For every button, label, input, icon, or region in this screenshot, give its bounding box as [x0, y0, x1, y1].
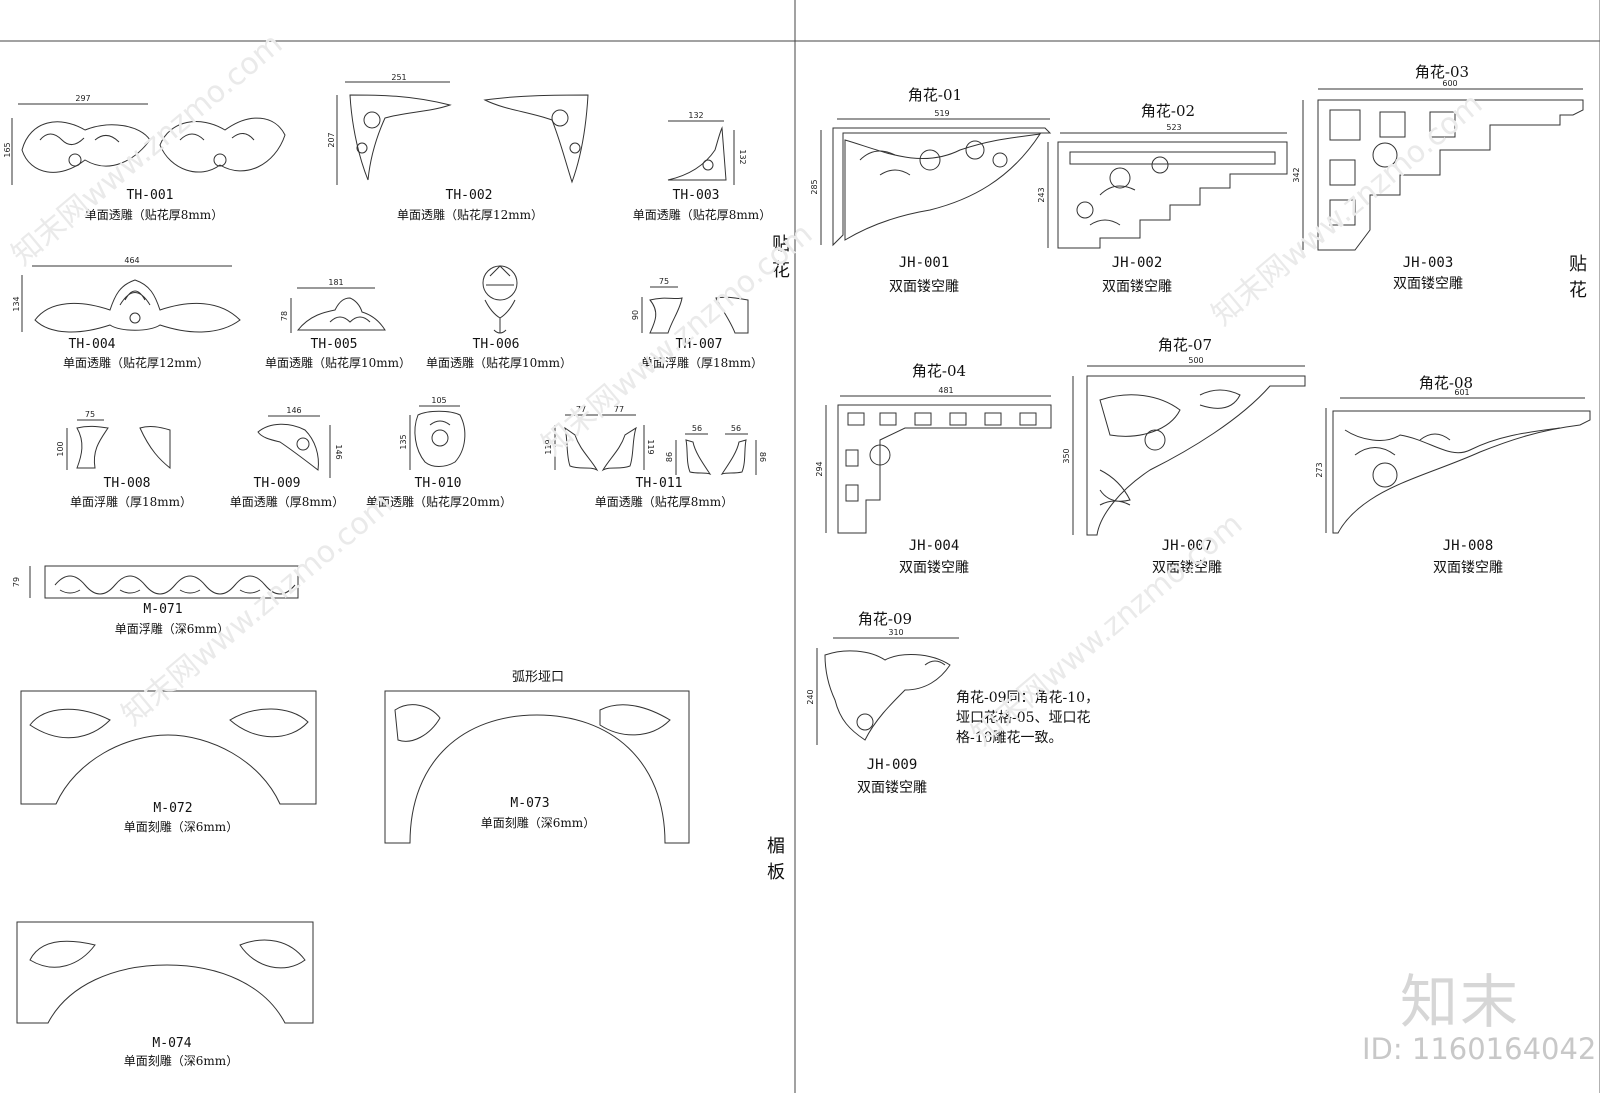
- item-code: JH-002: [1111, 255, 1163, 271]
- item-desc: 双面镂空雕: [857, 780, 927, 796]
- item-code: TH-008: [103, 476, 151, 491]
- corner-title: 角花-03: [1414, 63, 1470, 81]
- m-074-drawing: [16, 921, 314, 1024]
- item-desc: 单面浮雕（厚18mm）: [69, 495, 193, 509]
- item-desc: 单面透雕（贴花厚8mm）: [632, 208, 772, 222]
- item-desc: 单面浮雕（厚18mm）: [640, 356, 764, 370]
- side-label-char: 板: [767, 862, 785, 883]
- jh-009-note: 角花-09同：角花-10， 垭口花格-05、垭口花 格-10雕花一致。: [956, 688, 1116, 748]
- th-011-drawing: [554, 414, 757, 476]
- item-code: M-073: [510, 796, 550, 811]
- th-005-drawing: [290, 287, 386, 333]
- item-code: M-071: [143, 602, 183, 617]
- item-code: TH-011: [635, 476, 683, 491]
- m-072-drawing: [20, 690, 317, 805]
- item-desc: 双面镂空雕: [1102, 279, 1172, 295]
- side-label-char: 花: [1569, 280, 1587, 301]
- item-code: TH-002: [445, 188, 493, 203]
- item-desc: 双面镂空雕: [1393, 276, 1463, 292]
- jh-007-drawing: [1072, 365, 1306, 536]
- item-desc: 单面透雕（贴花厚12mm）: [62, 356, 210, 370]
- item-desc: 单面透雕（贴花厚20mm）: [365, 495, 513, 509]
- side-label-char: 楣: [767, 836, 785, 857]
- item-desc: 单面刻雕（深6mm）: [480, 816, 596, 830]
- th-002-drawing: [336, 81, 589, 185]
- item-desc: 单面透雕（贴花厚10mm）: [425, 356, 573, 370]
- side-label-char: 贴: [1569, 254, 1587, 275]
- jh-001-drawing: [820, 118, 1052, 247]
- item-desc: 单面透雕（贴花厚10mm）: [264, 356, 412, 370]
- jh-009-drawing: [816, 637, 959, 745]
- jh-004-drawing: [825, 395, 1052, 534]
- jh-002-drawing: [1047, 132, 1288, 249]
- item-desc: 单面刻雕（深6mm）: [123, 1054, 239, 1068]
- item-desc: 双面镂空雕: [889, 279, 959, 295]
- m-071-drawing: [29, 565, 299, 599]
- item-code: TH-010: [414, 476, 462, 491]
- item-desc: 单面透雕（厚8mm）: [229, 495, 345, 509]
- item-code: TH-006: [472, 337, 520, 352]
- corner-title: 角花-09: [857, 610, 913, 628]
- side-label-char: 花: [772, 260, 790, 281]
- th-009-drawing: [257, 415, 331, 478]
- corner-title: 角花-07: [1157, 336, 1213, 354]
- side-label-lintel: 楣 板: [767, 834, 787, 886]
- th-008-drawing: [66, 419, 171, 470]
- th-003-drawing: [667, 120, 735, 185]
- jh-003-drawing: [1302, 88, 1584, 251]
- item-code: JH-001: [898, 255, 950, 271]
- m-073-caption: 弧形垭口: [511, 670, 565, 685]
- corner-title: 角花-08: [1418, 374, 1474, 392]
- item-desc: 双面镂空雕: [1152, 560, 1222, 576]
- item-code: M-072: [153, 801, 193, 816]
- note-line: 垭口花格-05、垭口花: [956, 710, 1091, 726]
- th-007-drawing: [641, 286, 749, 334]
- item-code: JH-004: [908, 538, 960, 554]
- note-line: 格-10雕花一致。: [956, 730, 1063, 746]
- side-label-appliques: 贴 花: [772, 232, 792, 284]
- watermark-id: ID: 1160164042: [1362, 1032, 1597, 1066]
- side-label-char: 贴: [772, 234, 790, 255]
- item-desc: 单面浮雕（深6mm）: [114, 622, 230, 636]
- item-code: TH-003: [672, 188, 720, 203]
- m-073-drawing: [384, 690, 690, 844]
- item-code: TH-009: [253, 476, 301, 491]
- jh-008-drawing: [1325, 397, 1591, 534]
- corner-title: 角花-01: [907, 86, 963, 104]
- item-desc: 单面透雕（贴花厚8mm）: [594, 495, 734, 509]
- item-desc: 单面透雕（贴花厚8mm）: [84, 208, 224, 222]
- th-001-drawing: [11, 103, 286, 185]
- item-code: JH-003: [1402, 255, 1454, 271]
- item-code: JH-008: [1442, 538, 1494, 554]
- item-code: M-074: [152, 1036, 192, 1051]
- item-code: TH-004: [68, 337, 116, 352]
- side-label-right: 贴 花: [1569, 252, 1589, 304]
- note-line: 角花-09同：角花-10，: [956, 690, 1100, 706]
- item-code: TH-005: [310, 337, 358, 352]
- item-desc: 双面镂空雕: [899, 560, 969, 576]
- item-desc: 双面镂空雕: [1433, 560, 1503, 576]
- item-desc: 单面刻雕（深6mm）: [123, 820, 239, 834]
- th-004-drawing: [21, 265, 241, 333]
- item-code: TH-001: [126, 188, 174, 203]
- item-desc: 单面透雕（贴花厚12mm）: [396, 208, 544, 222]
- item-code: JH-007: [1161, 538, 1213, 554]
- item-code: TH-007: [675, 337, 723, 352]
- corner-title: 角花-04: [911, 362, 967, 380]
- corner-title: 角花-02: [1140, 102, 1196, 120]
- item-code: JH-009: [866, 757, 918, 773]
- th-010-drawing: [409, 405, 466, 470]
- th-006-drawing: [482, 265, 518, 334]
- watermark-brand: 知末: [1400, 968, 1521, 1036]
